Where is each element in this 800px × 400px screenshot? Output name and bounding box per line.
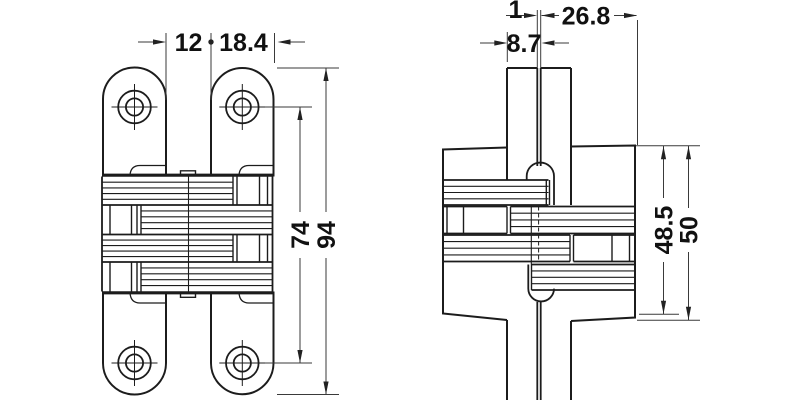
lobe-shoulders (129, 164, 274, 304)
dim-lobe-gap: 12 (175, 29, 203, 57)
screw-hole (219, 84, 266, 130)
link-band (141, 267, 273, 287)
mortise-block (442, 144, 636, 322)
door-panels (506, 67, 572, 400)
hinge-body (101, 170, 274, 298)
front-view: 12 18.4 74 94 (101, 29, 341, 396)
hinge-lobes (102, 66, 275, 396)
dim-leaf-offset: 8.7 (507, 30, 542, 58)
link-band (102, 181, 233, 200)
dim-panel-gap: 1 (509, 0, 523, 24)
screw-hole (219, 340, 266, 386)
knuckle-bottom (527, 264, 555, 303)
section-view: 1 26.8 8.7 48.5 (442, 0, 703, 400)
screw-hole (111, 84, 158, 130)
chain-dimension-dot (208, 39, 214, 45)
link-band (102, 239, 233, 258)
screw-holes (111, 84, 266, 386)
dim-mortise-depth: 26.8 (562, 2, 611, 30)
dim-lobe-width: 18.4 (219, 29, 268, 57)
screw-hole (111, 340, 158, 386)
panel-gap-lines (536, 68, 542, 400)
front-view-dimensions: 12 18.4 74 94 (138, 29, 341, 395)
knuckle-top (525, 161, 555, 205)
spacer-blocks (232, 176, 269, 205)
dim-screw-spacing: 74 (287, 221, 315, 249)
section-link-bands (443, 179, 635, 291)
link-band (141, 210, 273, 230)
spacer-blocks (232, 234, 269, 262)
section-view-dimensions: 1 26.8 8.7 48.5 (480, 0, 703, 321)
spacer-blocks (109, 262, 142, 292)
lobe-bottom-left (102, 291, 167, 396)
lobe-top-left (102, 66, 167, 177)
spacer-blocks (109, 205, 142, 235)
dim-body-length: 48.5 (650, 206, 678, 255)
lobe-top-right (210, 67, 275, 177)
lobe-bottom-right (210, 291, 275, 396)
dim-total-length: 94 (313, 221, 341, 249)
dim-cutout-length: 50 (675, 216, 703, 244)
